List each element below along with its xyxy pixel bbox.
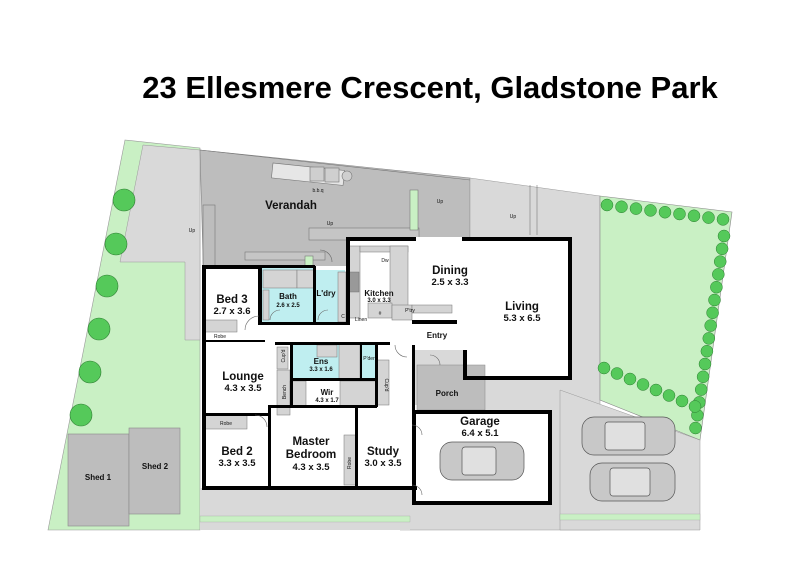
- car-driveway-2: [589, 462, 676, 502]
- room-lounge-dims: 4.3 x 3.5: [225, 383, 263, 394]
- room-shed1: Shed 1: [85, 473, 112, 482]
- room-study-dims: 3.0 x 3.5: [365, 458, 403, 469]
- hedge-tree: [600, 198, 614, 212]
- room-dining-dims: 2.5 x 3.3: [432, 277, 469, 288]
- hedge-tree: [702, 211, 715, 224]
- room-bed3: Bed 3: [216, 294, 247, 306]
- room-ensuite-dims: 3.3 x 1.6: [309, 367, 333, 373]
- hedge-tree: [700, 344, 714, 358]
- room-bed2-dims: 3.3 x 3.5: [219, 458, 257, 469]
- hedge-tree: [710, 280, 723, 294]
- up-label-right: Up: [510, 214, 517, 220]
- hedge-tree: [694, 383, 708, 396]
- car-driveway-1: [581, 416, 676, 456]
- hedge-tree: [649, 383, 663, 397]
- up-label-left: Up: [189, 228, 196, 234]
- cupboard-label-right: Cup'd: [383, 379, 389, 392]
- door-swings: [244, 249, 441, 496]
- hedge-tree: [662, 389, 676, 402]
- hedge-tree: [597, 361, 611, 375]
- hedge-tree: [658, 205, 672, 219]
- hedge-tree: [713, 255, 727, 268]
- room-wir: Wir: [321, 388, 334, 397]
- hedge-tree: [629, 202, 643, 215]
- fridge-label: #: [379, 311, 382, 317]
- robe-master: Robe: [347, 457, 353, 469]
- pantry-label: P'try: [405, 308, 415, 314]
- porch-floor: [416, 364, 486, 411]
- room-laundry: L'dry: [316, 289, 336, 298]
- car-garage: [439, 441, 525, 481]
- room-dining: Dining: [432, 265, 468, 277]
- room-bed3-dims: 2.7 x 3.6: [214, 306, 251, 317]
- room-wir-dims: 4.3 x 1.7: [315, 398, 339, 404]
- powder-label: P'der: [363, 356, 375, 362]
- hedge-tree: [688, 400, 702, 413]
- hedge-tree: [702, 332, 716, 345]
- robe-bed2: Robe: [220, 421, 232, 427]
- shed-1: [67, 433, 130, 527]
- shed-2: [128, 427, 181, 515]
- hedge-tree: [715, 242, 729, 256]
- hedge-tree: [708, 293, 721, 307]
- powder-floor: [362, 343, 376, 378]
- room-study: Study: [367, 446, 400, 458]
- hedge-tree: [706, 306, 719, 320]
- up-label-verandah: Up: [327, 221, 334, 227]
- hedge-tree: [623, 372, 637, 386]
- hedge-tree: [675, 394, 689, 408]
- walls: [202, 237, 572, 505]
- room-master-line2: Bedroom: [286, 449, 336, 461]
- cupboard-c-label: C: [341, 314, 345, 320]
- room-master-dims: 4.3 x 3.5: [293, 462, 331, 473]
- hedge-tree: [712, 268, 725, 281]
- property-title: 23 Ellesmere Crescent, Gladstone Park: [142, 70, 718, 105]
- room-garage: Garage: [460, 416, 500, 428]
- lawn-strip-bottom: [199, 515, 411, 523]
- room-shed2: Shed 2: [142, 462, 169, 471]
- bbq-grills: [309, 166, 353, 183]
- up-label-side: Up: [437, 199, 444, 205]
- robe-bed3: Robe: [214, 334, 226, 340]
- hedge-tree: [717, 229, 731, 243]
- hedge-tree: [644, 204, 657, 217]
- trees-right: [597, 198, 731, 435]
- hedge-tree: [615, 200, 628, 214]
- trees-left: [69, 188, 136, 427]
- hedge-tree: [716, 213, 730, 226]
- room-porch: Porch: [436, 389, 459, 398]
- dishwasher-label: Dw: [381, 258, 389, 264]
- room-kitchen-dims: 3.0 x 3.3: [367, 298, 391, 304]
- bench-label: Bench: [282, 385, 288, 399]
- hedge-tree: [689, 421, 702, 435]
- room-bath: Bath: [279, 292, 297, 301]
- room-verandah: Verandah: [265, 200, 317, 212]
- room-master-line1: Master: [292, 436, 330, 448]
- room-lounge: Lounge: [222, 371, 264, 383]
- room-bed2: Bed 2: [221, 446, 252, 458]
- room-kitchen: Kitchen: [364, 289, 393, 298]
- lawn-strip-bottom-right: [559, 513, 701, 521]
- cupboard-label-left: Cup'd: [281, 349, 287, 362]
- hedge-tree: [704, 319, 717, 332]
- room-ensuite: Ens: [314, 357, 329, 366]
- paving-bottom: [200, 488, 410, 530]
- hedge-tree: [696, 370, 710, 384]
- hedge-tree: [687, 209, 701, 223]
- room-entry: Entry: [427, 331, 448, 340]
- room-garage-dims: 6.4 x 5.1: [462, 428, 500, 439]
- hedge-tree: [698, 357, 712, 371]
- room-bath-dims: 2.6 x 2.5: [276, 303, 300, 309]
- hedge-tree: [610, 367, 624, 380]
- room-living: Living: [505, 301, 539, 313]
- room-living-dims: 5.3 x 6.5: [504, 313, 542, 324]
- hedge-tree: [673, 207, 686, 221]
- hedge-tree: [636, 378, 650, 391]
- linen-label: Linen: [355, 317, 367, 323]
- bbq-label: b.b.q: [312, 188, 323, 194]
